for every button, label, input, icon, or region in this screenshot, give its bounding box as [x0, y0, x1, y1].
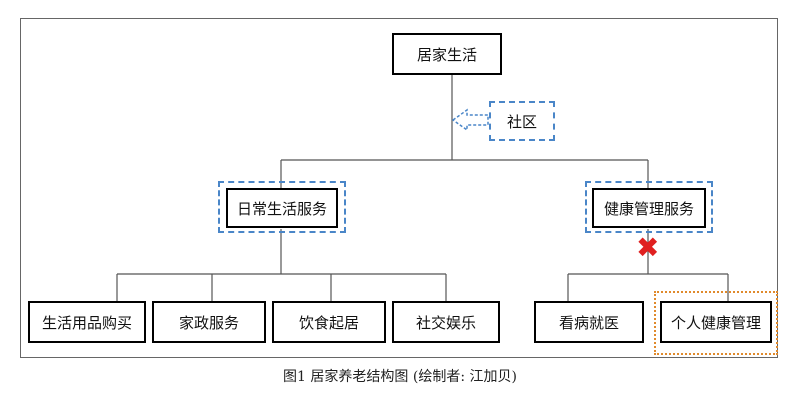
- red-cross-icon: ✖: [636, 231, 660, 264]
- daily-services-highlight: [218, 181, 346, 233]
- figure-caption: 图1 居家养老结构图 (绘制者: 江加贝): [283, 369, 517, 385]
- personal-health-highlight: [654, 291, 778, 355]
- root-node: 居家生活: [392, 33, 502, 75]
- health-services-node: 健康管理服务: [592, 188, 706, 228]
- diagram-frame: [20, 18, 778, 358]
- child-node-diet: 饮食起居: [272, 301, 386, 343]
- child-node-shopping: 生活用品购买: [28, 301, 146, 343]
- child-node-personal-health: 个人健康管理: [660, 301, 772, 343]
- child-node-social: 社交娱乐: [392, 301, 500, 343]
- health-services-highlight: [585, 181, 713, 233]
- daily-services-node: 日常生活服务: [226, 188, 338, 228]
- child-node-housekeeping: 家政服务: [152, 301, 266, 343]
- community-arrow: [451, 108, 489, 132]
- community-node: 社区: [489, 101, 555, 141]
- child-node-medical: 看病就医: [534, 301, 644, 343]
